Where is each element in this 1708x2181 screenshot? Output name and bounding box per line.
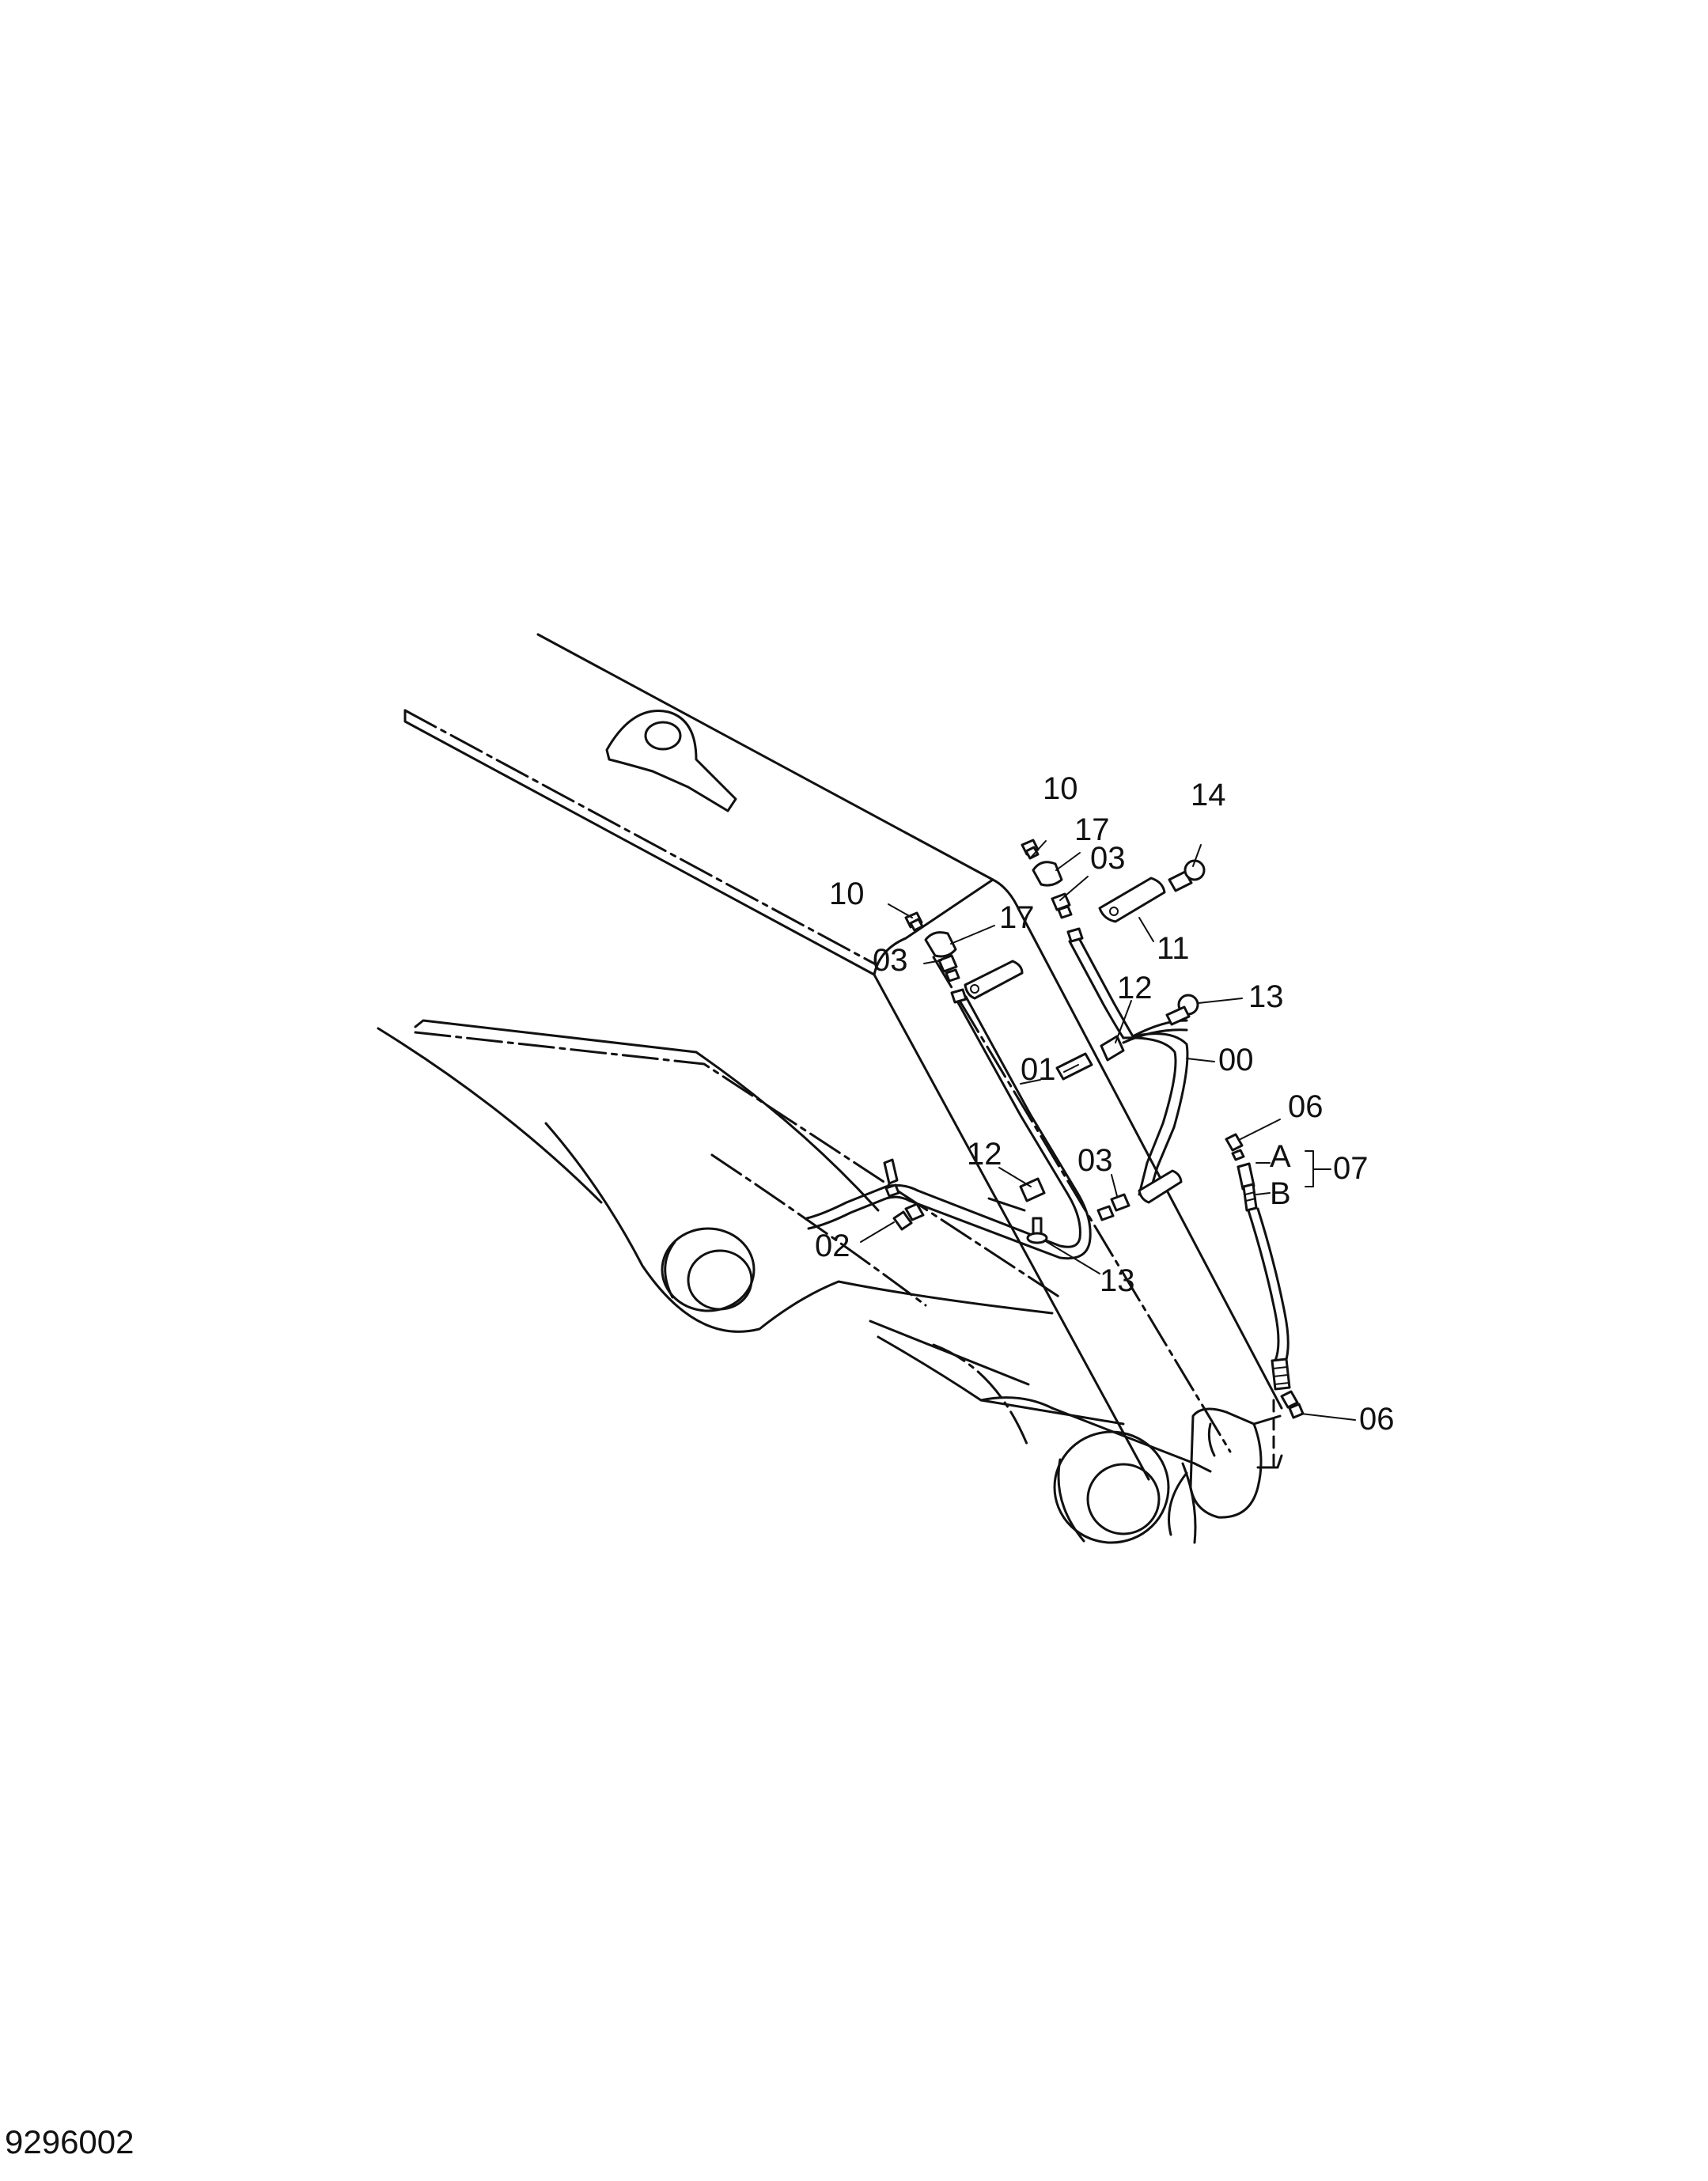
callout-17-upper: 17 (1074, 812, 1110, 847)
elbow-06-lower (1280, 1390, 1305, 1419)
callout-03-lower: 03 (1077, 1143, 1113, 1178)
nose-pin-boss (1053, 1399, 1283, 1544)
callout-13-upper: 13 (1248, 979, 1284, 1014)
callout-a: A (1270, 1139, 1291, 1174)
leader-lines (860, 840, 1356, 1421)
callout-labels: 10 17 03 14 10 17 03 11 12 13 01 00 06 A… (815, 771, 1395, 1437)
callout-01: 01 (1021, 1052, 1056, 1087)
callout-12-upper: 12 (1117, 971, 1153, 1005)
callout-00: 00 (1218, 1043, 1254, 1077)
callout-12-lower: 12 (967, 1137, 1002, 1172)
callout-03-left: 03 (873, 943, 908, 978)
callout-02: 02 (815, 1229, 850, 1263)
fittings (883, 839, 1245, 1244)
callout-14: 14 (1191, 778, 1226, 812)
callout-10-left: 10 (829, 877, 865, 911)
top-boss-bracket (605, 710, 737, 812)
callout-11: 11 (1157, 931, 1190, 966)
pipe-01 (908, 995, 1092, 1260)
callout-07: 07 (1333, 1151, 1369, 1186)
pipe-02-lower (805, 1183, 1026, 1230)
boom-body (377, 633, 1283, 1481)
drawing-code: 9296002 (5, 2123, 134, 2160)
callout-06-lower: 06 (1359, 1402, 1395, 1437)
callout-06-upper: 06 (1288, 1089, 1324, 1124)
callout-17-left: 17 (999, 900, 1035, 935)
hose-07 (1237, 1162, 1291, 1391)
callout-03-upper: 03 (1090, 841, 1126, 876)
left-pin-boss (661, 1227, 756, 1312)
callout-b: B (1270, 1176, 1291, 1211)
callout-13-lower: 13 (1100, 1263, 1135, 1298)
callout-10-upper: 10 (1043, 771, 1078, 806)
